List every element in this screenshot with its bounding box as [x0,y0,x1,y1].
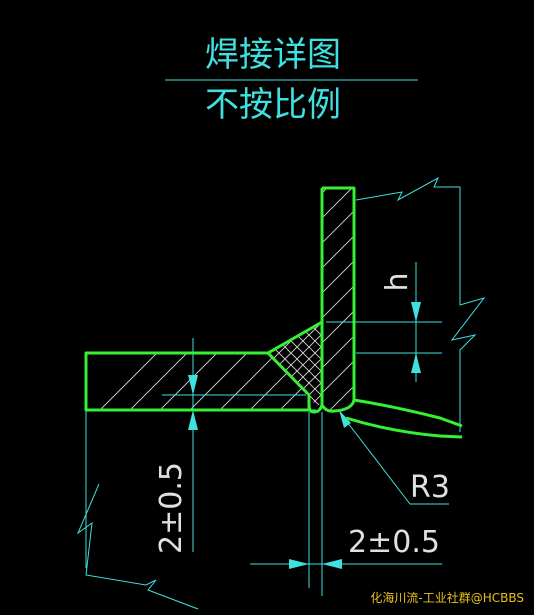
radius-leader [340,413,449,505]
weld-bevel-edge [266,351,311,405]
horizontal-plate-outline [84,188,324,414]
curved-surface-lower [345,416,463,439]
dimension-h-label: h [380,272,415,291]
part-outlines [84,186,463,439]
drawing-title: 焊接详图 不按比例 [165,35,418,125]
radius-leader-arrow [339,410,351,428]
dim-arrow-up [188,410,198,430]
vertical-plate-outline [320,186,356,413]
dim-arrow-left [322,559,342,569]
subtitle-text: 不按比例 [205,85,341,125]
curved-surface-upper [353,398,463,428]
h-arrow-up [411,353,421,373]
dim-arrow-right [289,559,309,569]
watermark-text: 化海川流-工业社群@HCBBS [370,590,524,605]
h-arrow-down [411,302,421,322]
weld-crosshatch [268,322,322,405]
horizontal-plate-hatch [86,353,309,410]
break-line-top-right [355,176,486,432]
dimension-horizontal-label: 2±0.5 [348,525,440,560]
dimension-vertical-label: 2±0.5 [154,462,189,554]
break-line-bottom-left [76,483,199,610]
title-text: 焊接详图 [205,35,341,75]
dim-arrow-down [188,375,198,395]
vertical-plate-hatch [322,188,354,412]
dimension-radius-label: R3 [410,470,450,505]
